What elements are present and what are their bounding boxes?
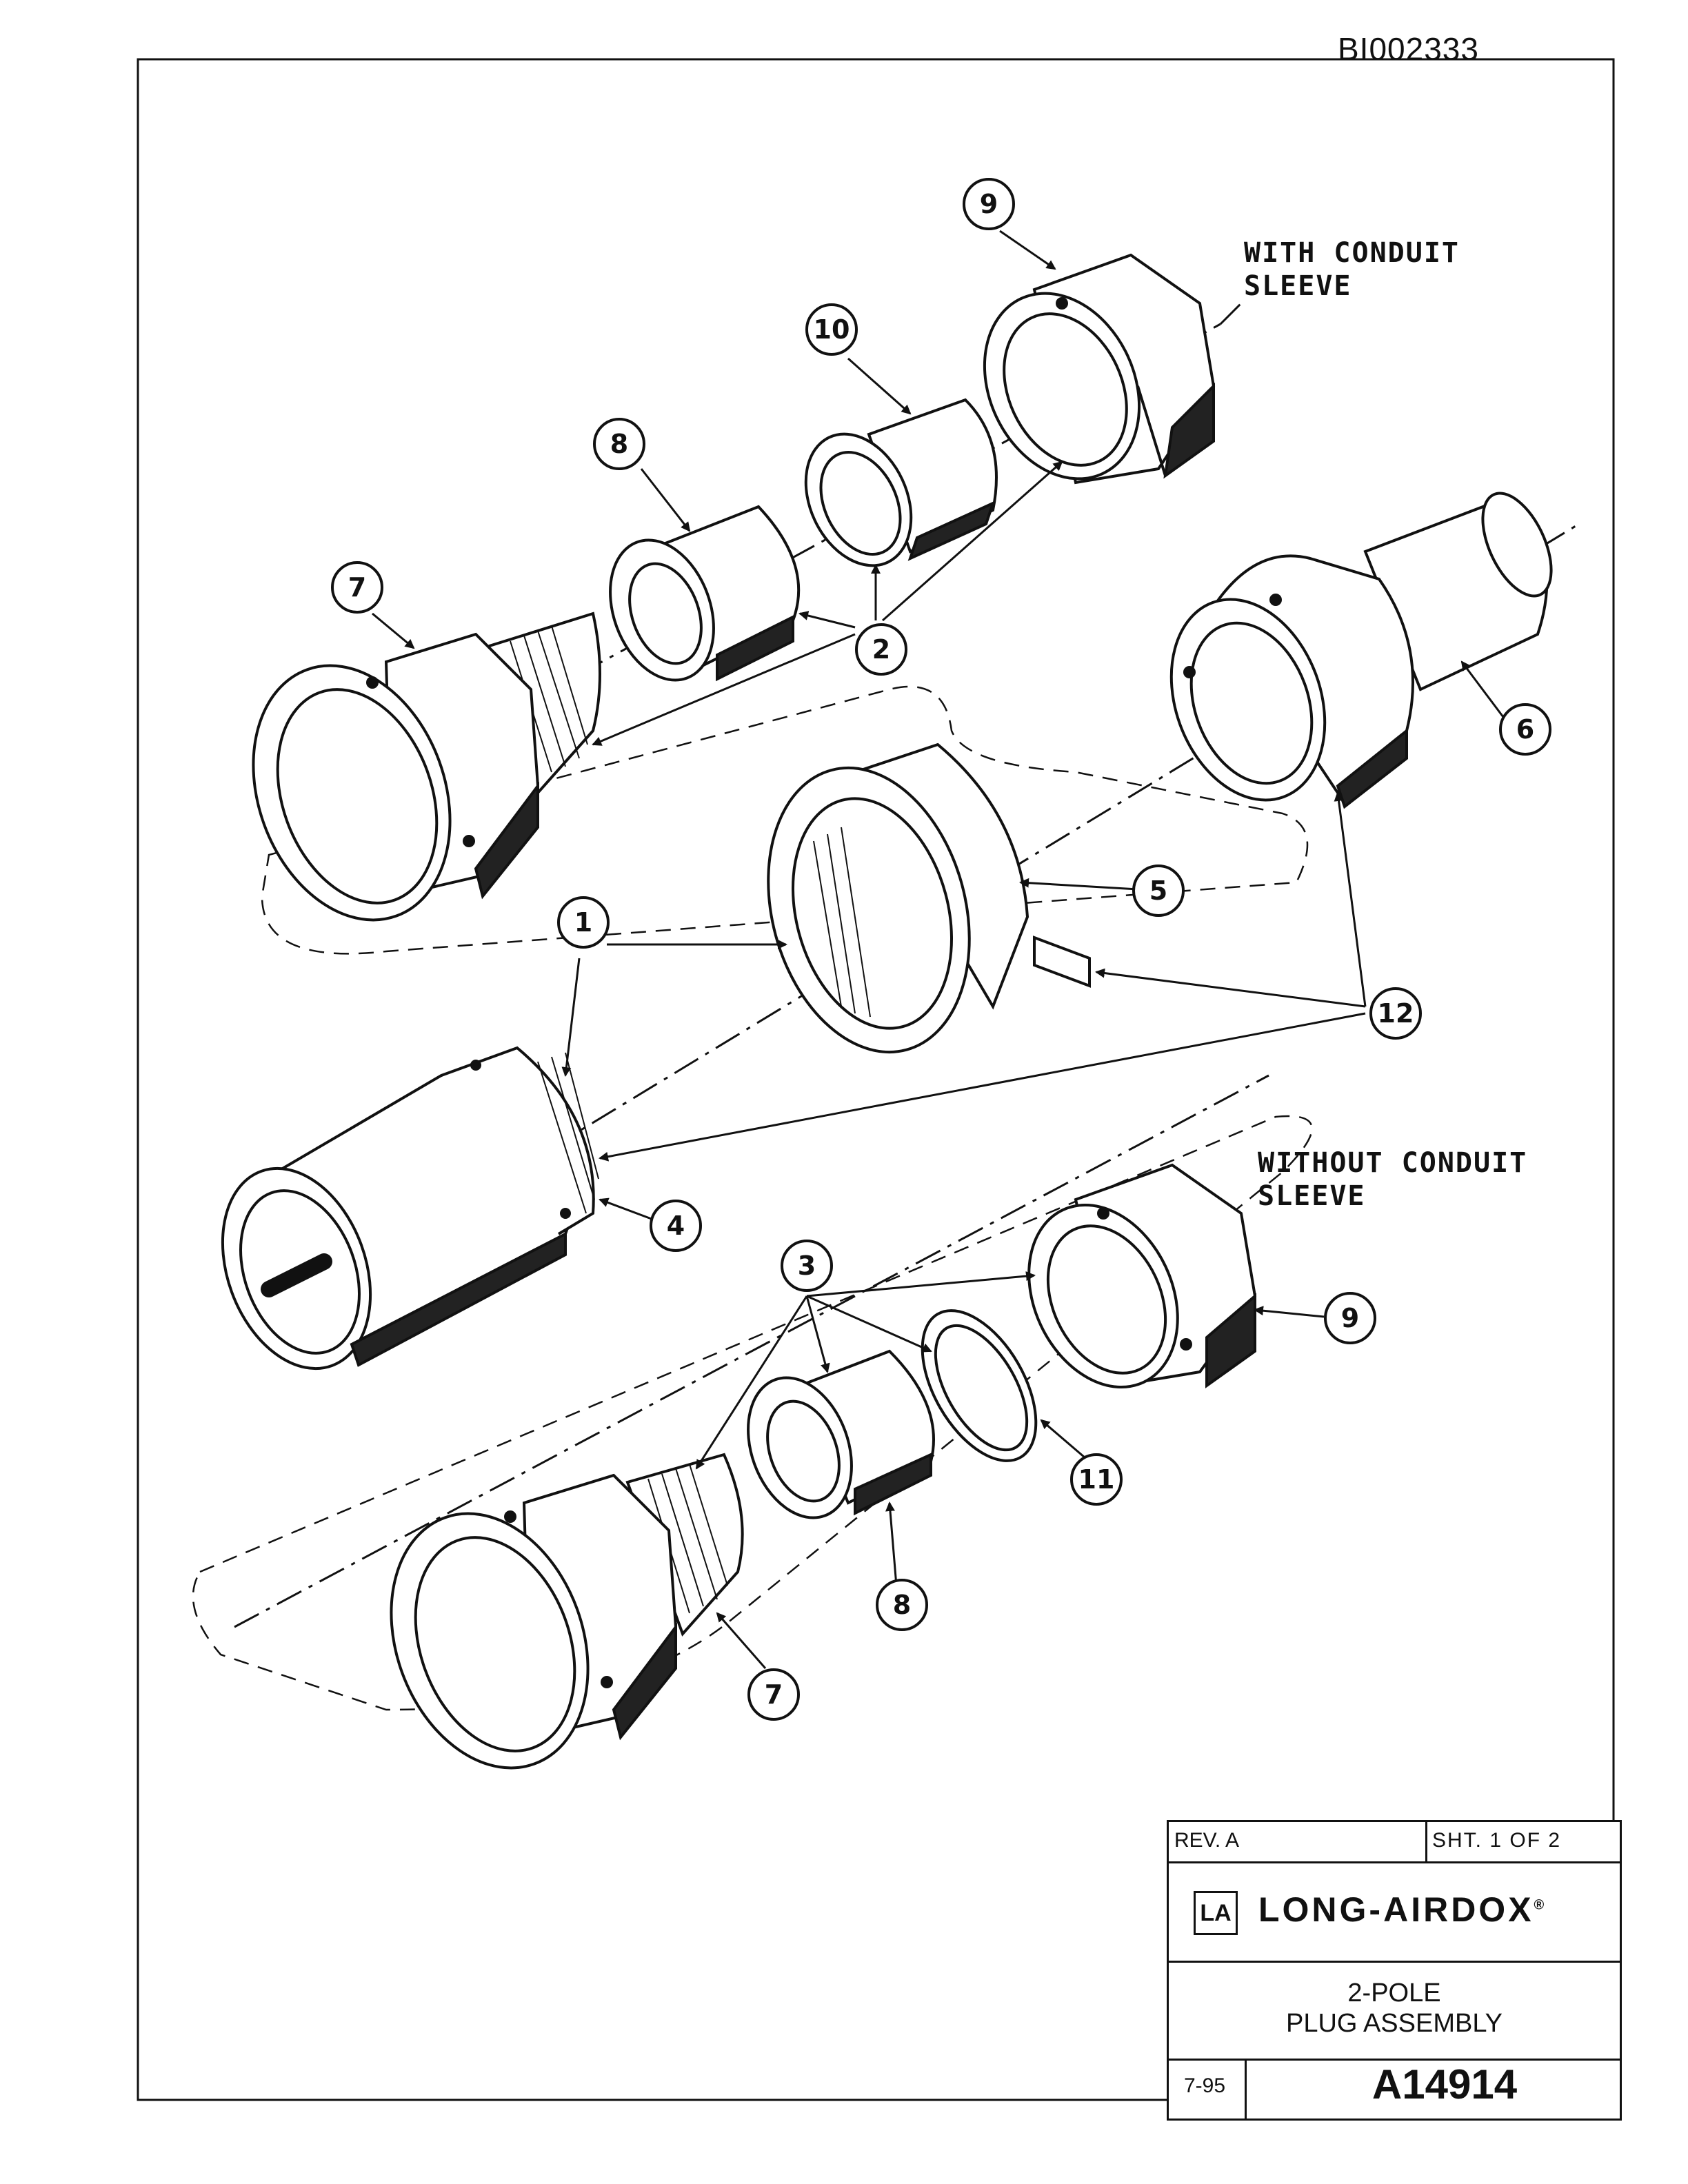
svg-text:8: 8 xyxy=(893,1590,911,1620)
sheet-number: SHT. 1 OF 2 xyxy=(1432,1829,1562,1852)
label-without-conduit-line1: WITHOUT CONDUIT xyxy=(1258,1147,1527,1179)
part-7-gland-nut-upper xyxy=(252,611,601,922)
drawing-frame xyxy=(137,58,1615,2101)
callout-3: 3 xyxy=(781,1240,833,1292)
part-8-bushing-lower xyxy=(747,1349,935,1519)
svg-text:6: 6 xyxy=(1516,714,1534,745)
label-with-conduit-line2: SLEEVE xyxy=(1244,270,1352,302)
svg-text:3: 3 xyxy=(798,1251,816,1281)
callout-9-upper: 9 xyxy=(963,178,1015,230)
svg-text:5: 5 xyxy=(1149,876,1167,906)
svg-text:9: 9 xyxy=(1341,1303,1359,1333)
part-4-plug-body xyxy=(221,1046,599,1371)
part-9-hex-nut-upper xyxy=(983,253,1216,485)
label-with-conduit-line1: WITH CONDUIT xyxy=(1244,237,1460,269)
svg-text:7: 7 xyxy=(765,1679,783,1710)
callout-8-lower: 8 xyxy=(876,1579,928,1631)
leader-lines xyxy=(372,230,1505,1669)
callout-5: 5 xyxy=(1132,865,1185,917)
svg-text:7: 7 xyxy=(348,572,366,603)
svg-text:4: 4 xyxy=(667,1211,685,1241)
svg-text:12: 12 xyxy=(1378,998,1414,1029)
part-9-hex-nut-lower xyxy=(1027,1163,1257,1389)
revision: REV. A xyxy=(1174,1829,1239,1852)
callouts: 9 10 8 7 2 6 5 1 12 4 3 9 11 8 7 xyxy=(331,178,1551,1721)
label-without-conduit-line2: SLEEVE xyxy=(1258,1180,1366,1212)
callout-12: 12 xyxy=(1369,987,1422,1040)
callout-9-lower: 9 xyxy=(1324,1292,1376,1344)
part-5-coupling-ring xyxy=(767,742,1091,1054)
callout-6: 6 xyxy=(1499,703,1551,756)
document-id: BI002333 xyxy=(1338,31,1479,67)
callout-2: 2 xyxy=(855,623,907,676)
callout-1: 1 xyxy=(557,896,610,949)
callout-7-lower: 7 xyxy=(747,1668,800,1721)
svg-text:9: 9 xyxy=(980,189,998,219)
title-block: REV. A SHT. 1 OF 2 LA LONG-AIRDOX® 2-POL… xyxy=(1167,1820,1622,2121)
callout-8-upper: 8 xyxy=(593,418,645,470)
svg-text:2: 2 xyxy=(872,634,890,665)
callout-11: 11 xyxy=(1070,1453,1123,1506)
callout-7-upper: 7 xyxy=(331,561,383,614)
drawing-title-line2: PLUG ASSEMBLY xyxy=(1286,2009,1503,2038)
callout-10: 10 xyxy=(805,303,858,356)
company-name: LONG-AIRDOX® xyxy=(1258,1890,1547,1929)
title-block-rev-row: REV. A SHT. 1 OF 2 xyxy=(1169,1822,1620,1863)
drawing-title-line1: 2-POLE xyxy=(1347,1979,1441,2008)
svg-text:1: 1 xyxy=(574,907,592,938)
drawing-number: A14914 xyxy=(1372,2061,1518,2107)
svg-text:10: 10 xyxy=(814,314,850,345)
company-logo-icon: LA xyxy=(1194,1891,1238,1935)
title-block-title-row: 2-POLE PLUG ASSEMBLY xyxy=(1169,1963,1620,2061)
part-11-o-ring xyxy=(921,1309,1038,1462)
part-6-housing xyxy=(1169,492,1553,809)
drawing-date: 7-95 xyxy=(1184,2074,1226,2097)
part-7-gland-nut-lower xyxy=(390,1453,744,1770)
callout-4: 4 xyxy=(650,1200,702,1252)
svg-text:8: 8 xyxy=(610,429,628,459)
title-block-company-row: LA LONG-AIRDOX® xyxy=(1169,1863,1620,1963)
svg-text:11: 11 xyxy=(1078,1464,1115,1495)
part-8-bushing-upper xyxy=(609,505,801,682)
part-10-sleeve xyxy=(804,398,998,567)
